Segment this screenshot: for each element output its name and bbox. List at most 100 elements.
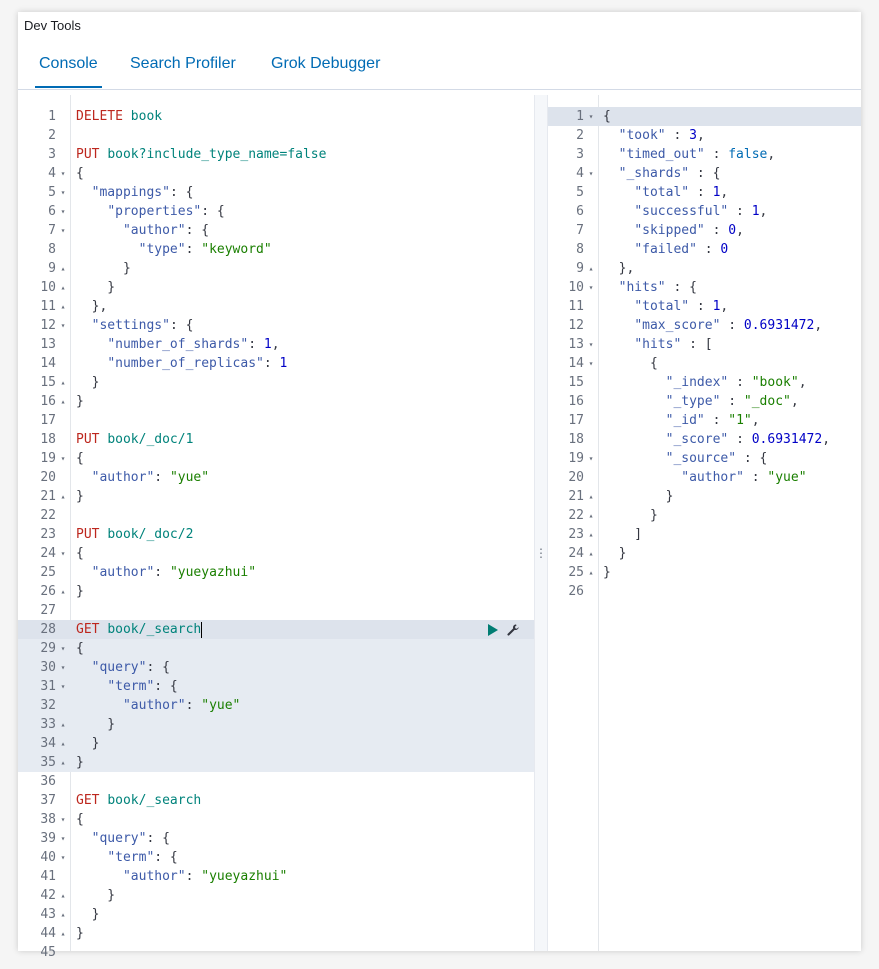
fold-open-icon[interactable]: ▾ xyxy=(588,283,594,292)
fold-close-icon[interactable]: ▴ xyxy=(60,587,66,596)
request-line-5[interactable]: 5▾ "mappings": { xyxy=(18,183,534,202)
fold-close-icon[interactable]: ▴ xyxy=(60,910,66,919)
response-line-16[interactable]: 16 "_type" : "_doc", xyxy=(548,392,861,411)
response-line-3[interactable]: 3 "timed_out" : false, xyxy=(548,145,861,164)
request-line-19[interactable]: 19▾{ xyxy=(18,449,534,468)
fold-open-icon[interactable]: ▾ xyxy=(60,853,66,862)
response-line-22[interactable]: 22▴ } xyxy=(548,506,861,525)
fold-close-icon[interactable]: ▴ xyxy=(588,264,594,273)
request-line-39[interactable]: 39▾ "query": { xyxy=(18,829,534,848)
fold-open-icon[interactable]: ▾ xyxy=(60,644,66,653)
response-line-26[interactable]: 26 xyxy=(548,582,861,601)
request-line-26[interactable]: 26▴} xyxy=(18,582,534,601)
fold-close-icon[interactable]: ▴ xyxy=(588,549,594,558)
request-line-16[interactable]: 16▴} xyxy=(18,392,534,411)
request-line-41[interactable]: 41 "author": "yueyazhui" xyxy=(18,867,534,886)
fold-close-icon[interactable]: ▴ xyxy=(60,929,66,938)
request-line-29[interactable]: 29▾{ xyxy=(18,639,534,658)
fold-close-icon[interactable]: ▴ xyxy=(60,758,66,767)
response-line-23[interactable]: 23▴ ] xyxy=(548,525,861,544)
fold-open-icon[interactable]: ▾ xyxy=(60,549,66,558)
fold-open-icon[interactable]: ▾ xyxy=(588,112,594,121)
response-line-25[interactable]: 25▴} xyxy=(548,563,861,582)
fold-close-icon[interactable]: ▴ xyxy=(60,283,66,292)
request-line-32[interactable]: 32 "author": "yue" xyxy=(18,696,534,715)
request-line-4[interactable]: 4▾{ xyxy=(18,164,534,183)
request-line-10[interactable]: 10▴ } xyxy=(18,278,534,297)
request-line-31[interactable]: 31▾ "term": { xyxy=(18,677,534,696)
fold-open-icon[interactable]: ▾ xyxy=(588,454,594,463)
fold-open-icon[interactable]: ▾ xyxy=(60,682,66,691)
fold-close-icon[interactable]: ▴ xyxy=(60,492,66,501)
fold-open-icon[interactable]: ▾ xyxy=(588,340,594,349)
response-line-8[interactable]: 8 "failed" : 0 xyxy=(548,240,861,259)
fold-close-icon[interactable]: ▴ xyxy=(60,891,66,900)
request-line-40[interactable]: 40▾ "term": { xyxy=(18,848,534,867)
request-line-38[interactable]: 38▾{ xyxy=(18,810,534,829)
wrench-icon[interactable] xyxy=(506,623,520,637)
play-icon[interactable] xyxy=(488,623,498,636)
request-line-21[interactable]: 21▴} xyxy=(18,487,534,506)
request-line-34[interactable]: 34▴ } xyxy=(18,734,534,753)
request-line-42[interactable]: 42▴ } xyxy=(18,886,534,905)
response-line-14[interactable]: 14▾ { xyxy=(548,354,861,373)
request-line-15[interactable]: 15▴ } xyxy=(18,373,534,392)
response-line-9[interactable]: 9▴ }, xyxy=(548,259,861,278)
request-line-33[interactable]: 33▴ } xyxy=(18,715,534,734)
request-line-17[interactable]: 17 xyxy=(18,411,534,430)
response-line-19[interactable]: 19▾ "_source" : { xyxy=(548,449,861,468)
vertical-dots-icon[interactable]: ⋮ xyxy=(535,546,547,560)
fold-open-icon[interactable]: ▾ xyxy=(60,815,66,824)
fold-open-icon[interactable]: ▾ xyxy=(588,359,594,368)
fold-close-icon[interactable]: ▴ xyxy=(588,511,594,520)
request-line-30[interactable]: 30▾ "query": { xyxy=(18,658,534,677)
fold-close-icon[interactable]: ▴ xyxy=(60,739,66,748)
request-line-45[interactable]: 45 xyxy=(18,943,534,962)
request-line-35[interactable]: 35▴} xyxy=(18,753,534,772)
request-line-44[interactable]: 44▴} xyxy=(18,924,534,943)
tab-search-profiler[interactable]: Search Profiler xyxy=(130,55,236,72)
response-line-21[interactable]: 21▴ } xyxy=(548,487,861,506)
fold-open-icon[interactable]: ▾ xyxy=(60,226,66,235)
response-line-6[interactable]: 6 "successful" : 1, xyxy=(548,202,861,221)
response-line-5[interactable]: 5 "total" : 1, xyxy=(548,183,861,202)
fold-open-icon[interactable]: ▾ xyxy=(60,834,66,843)
fold-open-icon[interactable]: ▾ xyxy=(60,188,66,197)
tab-console[interactable]: Console xyxy=(35,55,102,88)
fold-open-icon[interactable]: ▾ xyxy=(60,207,66,216)
request-line-14[interactable]: 14 "number_of_replicas": 1 xyxy=(18,354,534,373)
fold-close-icon[interactable]: ▴ xyxy=(588,492,594,501)
fold-open-icon[interactable]: ▾ xyxy=(60,454,66,463)
request-line-9[interactable]: 9▴ } xyxy=(18,259,534,278)
pane-resizer[interactable]: ⋮ xyxy=(534,95,548,951)
fold-close-icon[interactable]: ▴ xyxy=(60,378,66,387)
fold-close-icon[interactable]: ▴ xyxy=(588,568,594,577)
response-line-15[interactable]: 15 "_index" : "book", xyxy=(548,373,861,392)
fold-close-icon[interactable]: ▴ xyxy=(60,302,66,311)
request-line-13[interactable]: 13 "number_of_shards": 1, xyxy=(18,335,534,354)
response-line-13[interactable]: 13▾ "hits" : [ xyxy=(548,335,861,354)
request-line-8[interactable]: 8 "type": "keyword" xyxy=(18,240,534,259)
fold-close-icon[interactable]: ▴ xyxy=(60,397,66,406)
response-line-2[interactable]: 2 "took" : 3, xyxy=(548,126,861,145)
request-line-22[interactable]: 22 xyxy=(18,506,534,525)
response-line-7[interactable]: 7 "skipped" : 0, xyxy=(548,221,861,240)
request-line-7[interactable]: 7▾ "author": { xyxy=(18,221,534,240)
request-line-6[interactable]: 6▾ "properties": { xyxy=(18,202,534,221)
request-line-36[interactable]: 36 xyxy=(18,772,534,791)
fold-close-icon[interactable]: ▴ xyxy=(60,264,66,273)
fold-close-icon[interactable]: ▴ xyxy=(588,530,594,539)
response-viewer[interactable]: 1▾{2 "took" : 3,3 "timed_out" : false,4▾… xyxy=(548,95,861,951)
request-line-43[interactable]: 43▴ } xyxy=(18,905,534,924)
response-lines[interactable]: 1▾{2 "took" : 3,3 "timed_out" : false,4▾… xyxy=(548,107,861,601)
fold-close-icon[interactable]: ▴ xyxy=(60,720,66,729)
fold-open-icon[interactable]: ▾ xyxy=(588,169,594,178)
fold-open-icon[interactable]: ▾ xyxy=(60,321,66,330)
response-line-20[interactable]: 20 "author" : "yue" xyxy=(548,468,861,487)
